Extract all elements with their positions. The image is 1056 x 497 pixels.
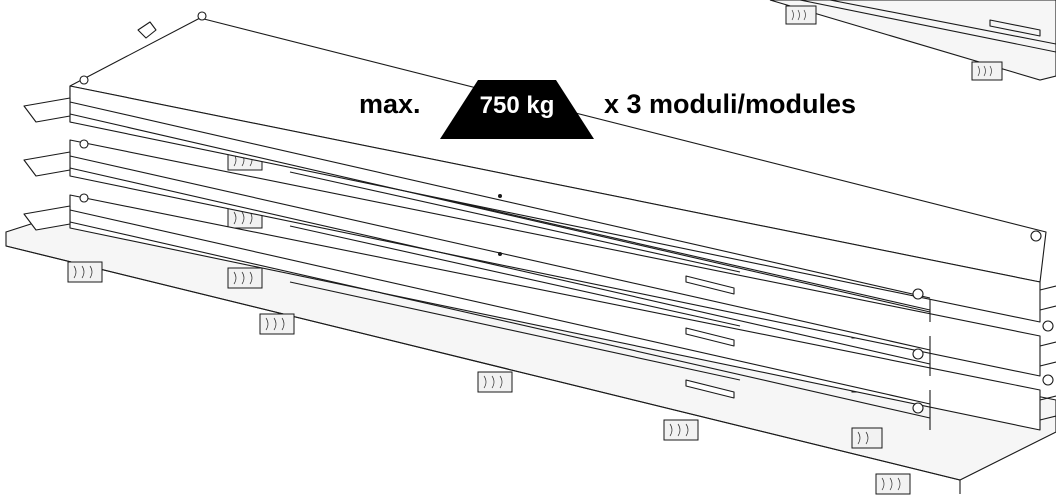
module-bottom <box>23 193 1056 431</box>
weight-badge-text: 750 kg <box>480 92 555 119</box>
pallet-block <box>875 473 911 495</box>
pallet-block <box>477 371 513 393</box>
pallet-block <box>259 313 295 335</box>
module-middle <box>23 139 1056 377</box>
pallet-block <box>67 261 103 283</box>
label-suffix: x 3 moduli/modules <box>604 89 856 119</box>
label-prefix: max. <box>359 89 421 119</box>
module-top <box>23 11 1056 323</box>
weight-badge: 750 kg <box>440 80 594 139</box>
pallet-block <box>663 419 699 441</box>
weight-badge-shape <box>440 80 594 139</box>
pallet-block <box>227 267 263 289</box>
background-pallet-block <box>785 5 817 25</box>
background-pallet <box>769 0 1056 81</box>
pallet-block <box>851 427 883 449</box>
load-label: max. 750 kg x 3 moduli/modules <box>359 80 856 139</box>
background-pallet-block <box>971 61 1003 81</box>
